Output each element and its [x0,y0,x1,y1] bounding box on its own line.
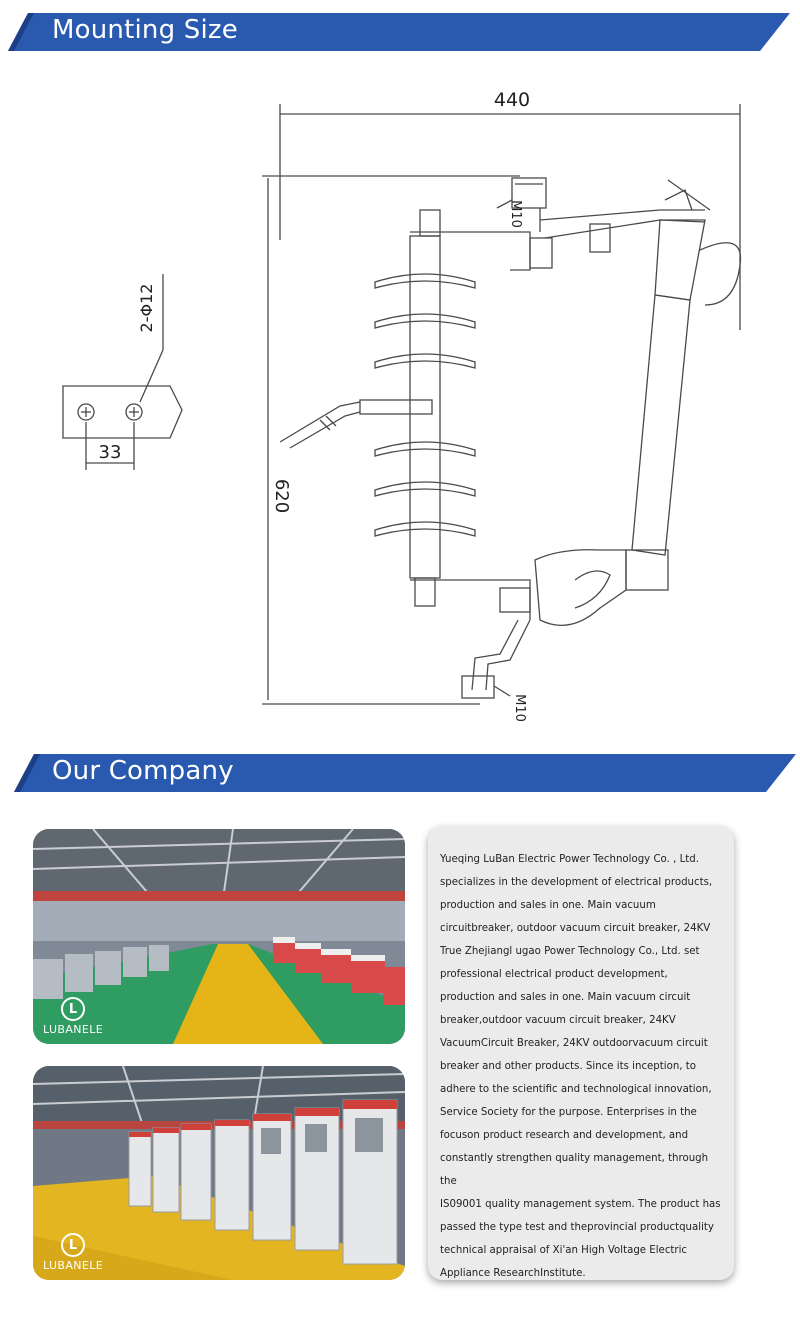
mounting-size-banner: Mounting Size [0,13,800,51]
our-company-banner: Our Company [0,754,800,792]
bolt-top-label: M10 [508,200,523,228]
switchgear-image [33,1066,405,1280]
company-line: breaker and other products. Since its in… [440,1061,696,1072]
fuse-tube [625,179,742,591]
company-line: focuson product research and development… [440,1130,689,1141]
company-line: constantly strengthen quality management… [440,1153,709,1187]
bolt-bottom-label: M10 [512,694,527,722]
factory-photo-switchgear: L LUBANELE [33,1066,405,1280]
company-line: Appliance ResearchInstitute. [440,1268,586,1279]
company-line: Yueqing LuBan Electric Power Technology … [440,854,699,865]
top-bracket [410,177,706,271]
dim-height-label: 620 [271,479,292,513]
company-line: professional electrical product developm… [440,969,668,980]
company-line: passed the type test and theprovincial p… [440,1222,714,1233]
factory-photo-warehouse: L LUBANELE [33,829,405,1044]
company-line: breaker,outdoor vacuum circuit breaker, … [440,1015,676,1026]
bottom-bracket [410,549,627,699]
hole-label: 2-Φ12 [137,284,156,333]
company-line: technical appraisal of Xi'an High Voltag… [440,1245,688,1256]
section-title-company: Our Company [52,756,234,786]
section-title-mounting: Mounting Size [52,15,238,45]
company-line: production and sales in one. Main vacuum [440,900,656,911]
company-line: specializes in the development of electr… [440,877,713,888]
company-description-box: Yueqing LuBan Electric Power Technology … [428,826,734,1280]
company-line: Service Society for the purpose. Enterpr… [440,1107,697,1118]
insulator [279,209,476,607]
logo-mark: L [61,997,86,1021]
logo-mark: L [61,1233,86,1257]
lubanele-logo: L LUBANELE [43,1233,103,1272]
company-line: VacuumCircuit Breaker, 24KV outdoorvacuu… [440,1038,708,1049]
mounting-drawing: 440 620 2-Φ12 33 M10 M10 [62,89,742,722]
lubanele-logo: L LUBANELE [43,997,103,1036]
company-line: circuitbreaker, outdoor vacuum circuit b… [440,923,711,934]
mounting-plate-detail [62,274,183,470]
company-line: adhere to the scientific and technologic… [440,1084,712,1095]
dim-width-label: 440 [494,89,530,111]
logo-text: LUBANELE [43,1259,104,1272]
hole-spacing-label: 33 [99,442,122,463]
logo-text: LUBANELE [43,1023,104,1036]
company-line: True Zhejiangl ugao Power Technology Co.… [440,946,700,957]
banner-shape [14,754,796,792]
company-line: IS09001 quality management system. The p… [440,1199,721,1210]
banner-shape [8,13,790,51]
warehouse-image [33,829,405,1044]
company-line: production and sales in one. Main vacuum… [440,992,691,1003]
